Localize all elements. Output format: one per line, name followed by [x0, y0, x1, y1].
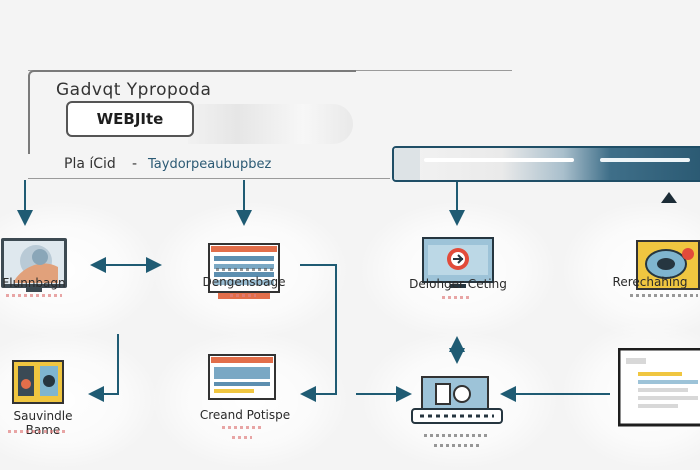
device-icon — [12, 360, 64, 404]
progress-bar[interactable] — [392, 146, 700, 182]
node-top-right-caption — [630, 294, 698, 297]
document-window-icon — [618, 348, 700, 427]
node-top-right-center-caption — [442, 296, 472, 299]
subtitle-rule — [28, 178, 390, 179]
subtitle-left: Pla íCid — [64, 156, 116, 172]
subtitle-dash: - — [132, 156, 138, 172]
progress-cap — [394, 148, 420, 180]
node-top-right-center-label: Delohger Ceting — [409, 277, 507, 291]
node-bottom-left-caption — [8, 430, 66, 433]
node-top-left-caption — [6, 294, 62, 297]
website-badge: WEBJIte — [66, 101, 194, 137]
page-title: Gadvqt Ypropoda — [56, 80, 212, 100]
chat-window-icon — [636, 240, 700, 290]
node-top-center-caption — [230, 294, 256, 297]
node-bottom-right-center[interactable] — [410, 376, 504, 428]
caret-up-icon[interactable] — [661, 192, 677, 203]
progress-line-left — [424, 158, 574, 162]
server-icon — [411, 376, 503, 424]
monitor-icon — [1, 238, 67, 292]
node-bottom-center-caption-2 — [232, 436, 252, 439]
brush-stroke — [188, 104, 353, 144]
node-top-right[interactable] — [636, 240, 700, 294]
arrow-loop-center — [300, 264, 337, 402]
browser-window-icon — [208, 354, 276, 400]
node-bottom-center-caption — [222, 426, 262, 429]
node-bottom-center-label: Creand Potispe — [199, 408, 291, 422]
node-bottom-center[interactable] — [208, 354, 276, 404]
subtitle-right: Taydorpeaubupbez — [148, 157, 272, 172]
screen-badge-icon — [422, 237, 494, 288]
node-top-left-label: Flunnbagn — [2, 276, 66, 290]
node-bottom-right-center-caption — [424, 434, 490, 437]
node-top-left[interactable] — [0, 237, 68, 295]
node-top-right-center[interactable] — [422, 237, 494, 295]
node-top-center-dots — [216, 268, 274, 271]
node-top-right-label: Rerechahing — [612, 275, 688, 289]
progress-line-right — [600, 158, 690, 162]
node-bottom-right[interactable] — [618, 348, 700, 428]
node-bottom-right-center-caption-2 — [434, 444, 480, 447]
node-top-center-label: Dengensbage — [202, 275, 286, 289]
header-frame — [28, 70, 356, 154]
node-top-center[interactable] — [208, 243, 280, 301]
window-icon — [208, 243, 280, 299]
node-bottom-left[interactable] — [12, 360, 64, 408]
arrow-loop-left — [88, 334, 119, 402]
